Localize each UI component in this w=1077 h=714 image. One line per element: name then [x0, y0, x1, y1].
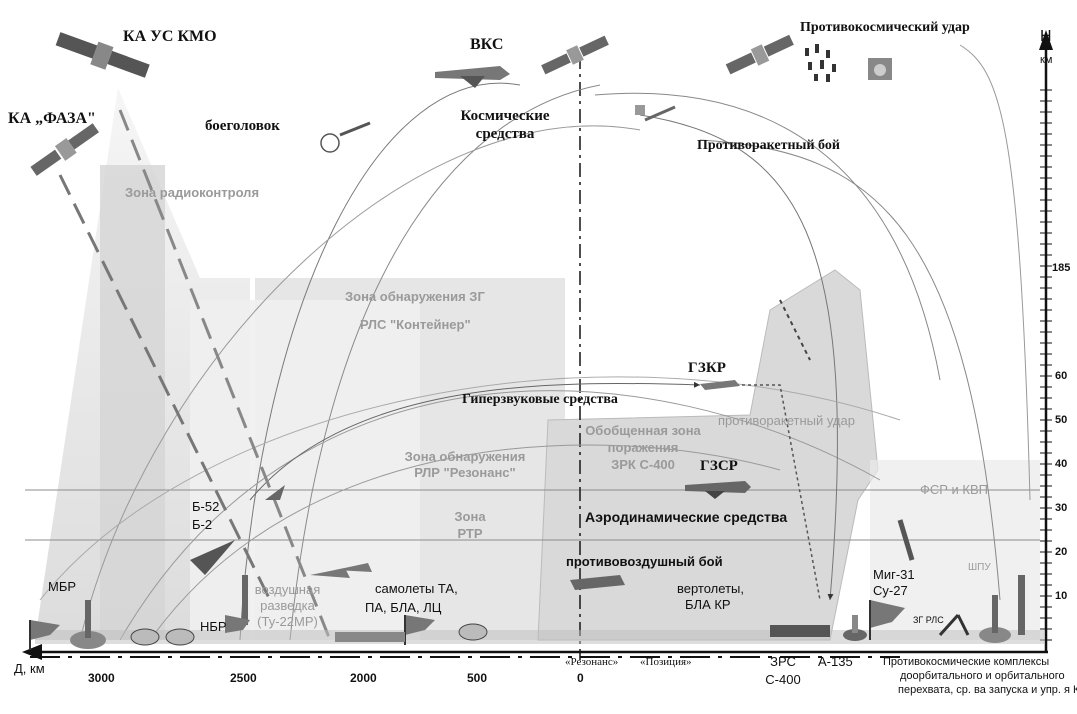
label-hypersonic: Гиперзвуковые средства	[462, 392, 618, 407]
label-nbr: НБР	[200, 620, 227, 634]
disk-icon-1	[131, 629, 159, 645]
label-recon-2: разведка	[250, 599, 325, 613]
label-aero: Аэродинамические средства	[585, 510, 787, 525]
label-otstrel-1: Отстрел планирующих	[148, 98, 306, 115]
x-axis-label: Д, км	[14, 662, 45, 676]
label-su27: Су-27	[873, 584, 908, 598]
x-tick-0: 0	[577, 672, 584, 685]
satellite-far-right-icon	[868, 58, 892, 80]
y-tick-50: 50	[1055, 414, 1067, 426]
label-b2: Б-2	[192, 518, 212, 532]
ship-icon	[335, 632, 405, 642]
label-aircraft-2: ПА, БЛА, ЛЦ	[365, 601, 441, 615]
label-aircraft-1: самолеты ТА,	[375, 582, 458, 596]
x-tick-500: 500	[467, 672, 487, 685]
y-tick-185: 185	[1052, 262, 1070, 274]
y-tick-60: 60	[1055, 370, 1067, 382]
label-generalized-2: поражения	[568, 441, 718, 455]
label-recon-3: (Ту-22МР)	[250, 615, 325, 629]
label-rezonans: «Резонанс»	[565, 656, 618, 668]
label-antimissile-battle: Противоракетный бой	[697, 138, 840, 153]
label-rezonans-zone-1: Зона обнаружения	[390, 450, 540, 464]
label-zrs-2: С-400	[758, 673, 808, 687]
label-generalized-3: ЗРК С-400	[568, 458, 718, 472]
label-heli-2: БЛА КР	[685, 598, 731, 612]
label-heli-1: вертолеты,	[677, 582, 744, 596]
y-tick-40: 40	[1055, 458, 1067, 470]
label-bottom-right-2: доорбитального и орбитального	[900, 670, 1065, 682]
label-gzsr: ГЗСР	[700, 458, 738, 475]
label-ka-us-kmo: КА УС КМО	[123, 28, 217, 46]
y-axis-label: Н	[1040, 28, 1052, 46]
label-mbr: МБР	[48, 580, 76, 594]
shpu-rocket-icon	[1018, 575, 1025, 635]
label-air-defense: противовоздушный бой	[566, 555, 723, 569]
label-a135: А-135	[818, 655, 853, 669]
label-bottom-right-3: перехвата, ср. ва запуска и упр. я КА	[898, 684, 1077, 696]
nbr-rocket-icon	[242, 575, 248, 625]
label-otstrel-2: боеголовок	[205, 118, 280, 135]
y-tick-30: 30	[1055, 502, 1067, 514]
label-rtr-1: Зона	[440, 510, 500, 524]
satellite-right-icon	[724, 32, 795, 78]
label-recon-1: воздушная	[250, 583, 325, 597]
label-zg-rls: ЗГ РЛС	[913, 616, 944, 626]
satellite-top-center-icon	[540, 33, 610, 77]
label-poziciya: «Позиция»	[640, 656, 692, 668]
label-generalized-1: Обобщенная зона	[568, 424, 718, 438]
debris-cluster-icon	[805, 44, 836, 82]
label-space-2: средства	[445, 126, 565, 143]
x-tick-2000: 2000	[350, 672, 377, 685]
label-antispace-strike: Противокосмический удар	[800, 20, 970, 35]
label-ka-faza: КА „ФАЗА"	[8, 110, 96, 128]
label-gzkr: ГЗКР	[688, 360, 726, 377]
label-rezonans-zone-2: РЛР "Резонанс"	[390, 466, 540, 480]
disk-icon-3	[459, 624, 487, 640]
label-fsr-kvp: ФСР и КВП	[920, 483, 988, 497]
label-zrs-1: ЗРС	[758, 655, 808, 669]
label-zone-radio: Зона радиоконтроля	[125, 186, 259, 200]
zone-strip	[100, 165, 165, 640]
x-tick-2500: 2500	[230, 672, 257, 685]
label-bottom-right-1: Противокосмические комплексы	[883, 656, 1049, 668]
vks-spaceplane-icon	[435, 66, 510, 88]
disk-icon-2	[166, 629, 194, 645]
label-vks: ВКС	[470, 36, 503, 54]
x-tick-3000: 3000	[88, 672, 115, 685]
label-zone-zg: Зона обнаружения ЗГ	[345, 290, 485, 304]
satellite-faza-icon	[29, 121, 102, 179]
warhead-icon	[321, 123, 370, 152]
label-antimissile-strike: противоракетный удар	[718, 414, 855, 428]
launcher-icon	[770, 625, 830, 637]
label-rtr-2: РТР	[440, 527, 500, 541]
y-tick-20: 20	[1055, 546, 1067, 558]
y-tick-10: 10	[1055, 590, 1067, 602]
a135-silo-icon	[843, 615, 867, 641]
label-space-1: Космические	[445, 108, 565, 125]
label-mig31: Миг-31	[873, 568, 915, 582]
trajectory-9	[960, 45, 1030, 500]
label-b52: Б-52	[192, 500, 219, 514]
y-axis-unit: км	[1040, 54, 1052, 66]
label-rls-container: РЛС "Контейнер"	[360, 318, 471, 332]
label-shpu: ШПУ	[968, 562, 991, 573]
